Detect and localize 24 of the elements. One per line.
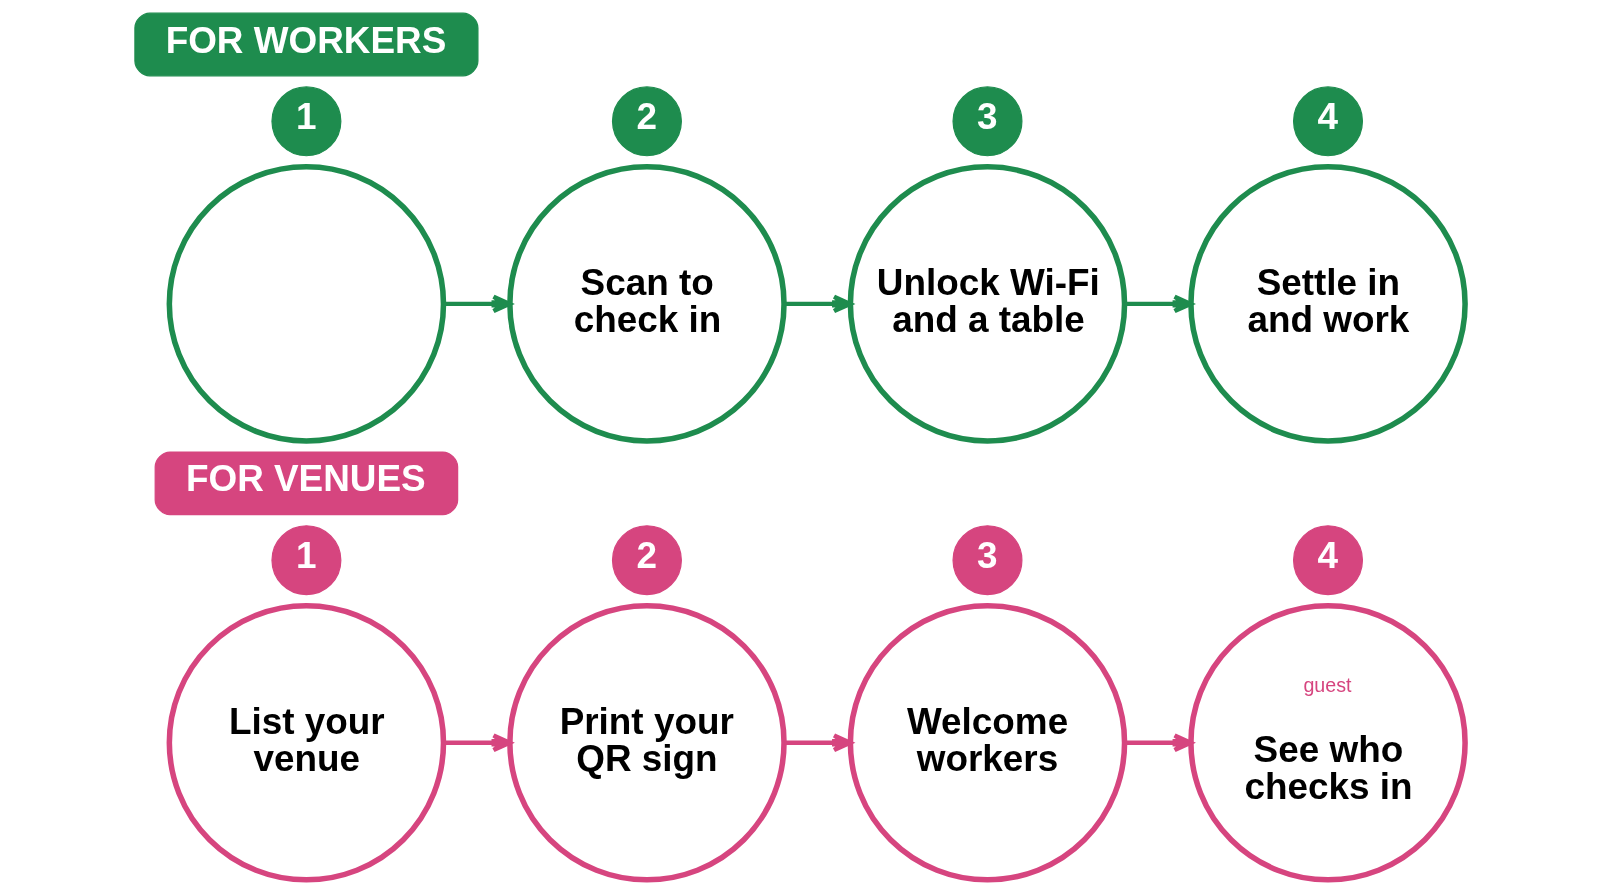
node-circle: 2 — [611, 525, 682, 596]
arrow — [784, 294, 853, 314]
arrow — [784, 733, 853, 753]
arrow — [443, 733, 512, 753]
node-circle — [166, 164, 447, 444]
node-circle: 3 — [952, 86, 1023, 157]
node-circle: Welcome workers — [847, 602, 1128, 883]
arrow — [1124, 733, 1193, 753]
node-circle: 2 — [611, 86, 682, 157]
node-circle: 3 — [952, 525, 1023, 596]
node-circle: Unlock Wi-Fi and a table — [847, 164, 1128, 444]
arrow — [1124, 294, 1193, 314]
arrow — [443, 294, 512, 314]
node-circle: guest See who checks in — [1188, 602, 1468, 883]
node-box: FOR WORKERS — [134, 12, 479, 77]
node-circle: 1 — [271, 525, 342, 596]
node-box: FOR VENUES — [154, 451, 459, 516]
node-circle: Settle in and work — [1188, 164, 1468, 444]
node-circle: Scan to check in — [507, 164, 787, 444]
node-circle: 4 — [1292, 525, 1364, 596]
node-circle: List your venue — [166, 602, 447, 883]
node-circle: Print your QR sign — [507, 602, 787, 883]
node-circle: 1 — [271, 86, 342, 157]
node-circle: 4 — [1292, 86, 1364, 157]
